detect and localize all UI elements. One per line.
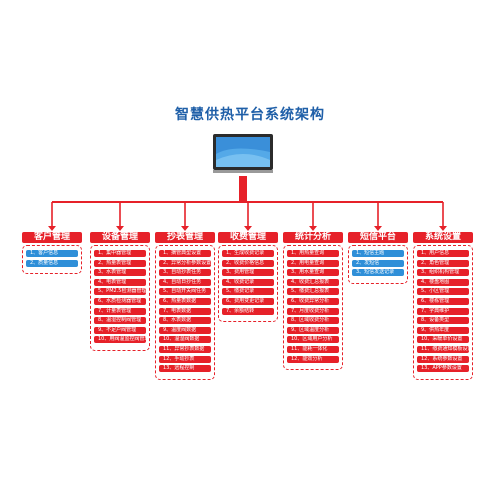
- category-item: 2、用电量查询: [287, 259, 339, 267]
- category-item: 4、自动日抄任务: [159, 278, 211, 286]
- arrow-head: [374, 226, 382, 231]
- category-item: 6、费用变更记录: [222, 297, 274, 305]
- category-item: 2、收费价格信息: [222, 259, 274, 267]
- arrow-head: [181, 226, 189, 231]
- category-item: 10、用阀温监控阀管理: [94, 336, 146, 344]
- monitor-icon: [213, 134, 273, 173]
- category-item: 1、客户信息: [26, 250, 78, 257]
- category-item: 10、采暖单价设置: [417, 336, 469, 344]
- category-item: 3、组织机构管理: [417, 269, 469, 277]
- category-item: 10、区域用户分析: [287, 336, 339, 344]
- category-item: 12、能效分析: [287, 355, 339, 363]
- arrow-head: [309, 226, 317, 231]
- category-item: 7、余额结转: [222, 307, 274, 315]
- trunk-connector: [239, 176, 247, 202]
- category-item: 8、温湿控制阀管理: [94, 317, 146, 325]
- category-item: 2、发短信: [352, 259, 404, 267]
- category-item: 5、自动开关阀任务: [159, 288, 211, 296]
- category-item: 4、楼盘地图: [417, 278, 469, 286]
- category-item: 8、区域收费分析: [287, 317, 339, 325]
- category-item: 8、水表数据: [159, 317, 211, 325]
- category-item: 1、用热量查询: [287, 250, 339, 257]
- category-item: 7、计量表管理: [94, 307, 146, 315]
- category-item: 5、PM2.5检测器管理: [94, 288, 146, 296]
- category-item: 6、水质检测器管理: [94, 297, 146, 305]
- category-item: 8、设备类型: [417, 317, 469, 325]
- category-header: 统计分析: [283, 232, 343, 243]
- arrow-head: [244, 226, 252, 231]
- category-header: 设备管理: [90, 232, 150, 243]
- category-item: 1、集中器管理: [94, 250, 146, 257]
- category-item: 2、质量信息: [26, 259, 78, 267]
- category-item: 12、系统参数设置: [417, 355, 469, 363]
- category-item: 5、缴费记录: [222, 288, 274, 296]
- category-item: 4、收费记录: [222, 278, 274, 286]
- category-header: 系统设置: [413, 232, 473, 243]
- category-item: 7、字典维护: [417, 307, 469, 315]
- category-item: 13、APP参数设置: [417, 365, 469, 373]
- category-item: 2、角色管理: [417, 259, 469, 267]
- category-header: 抄表管理: [155, 232, 215, 243]
- category-item: 5、缴费汇总报表: [287, 288, 339, 296]
- category-item: 9、供热年度: [417, 326, 469, 334]
- category-item: 3、短信发送记录: [352, 269, 404, 277]
- category-item: 11、能耗一体化: [287, 345, 339, 353]
- category-item: 10、温湿阀数据: [159, 336, 211, 344]
- arrow-head: [439, 226, 447, 231]
- category-item: 4、电表管理: [94, 278, 146, 286]
- diagram-title: 智慧供热平台系统架构: [175, 107, 325, 123]
- arrow-head: [48, 226, 56, 231]
- category-item: 1、用户信息: [417, 250, 469, 257]
- category-item: 9、区域温度分析: [287, 326, 339, 334]
- category-item: 3、费用管理: [222, 269, 274, 277]
- category-item: 9、温度阀数据: [159, 326, 211, 334]
- category-item: 6、楼栋管理: [417, 297, 469, 305]
- category-item: 5、小区管理: [417, 288, 469, 296]
- category-item: 6、收费异常分析: [287, 297, 339, 305]
- category-item: 2、异常分析参数设置: [159, 259, 211, 267]
- category-item: 7、月度收费分析: [287, 307, 339, 315]
- category-header: 短信平台: [348, 232, 408, 243]
- category-item: 2、热量表管理: [94, 259, 146, 267]
- category-header: 收费管理: [218, 232, 278, 243]
- category-item: 11、异常抄表数据: [159, 345, 211, 353]
- category-item: 9、不足户阀管理: [94, 326, 146, 334]
- category-item: 7、电表数据: [159, 307, 211, 315]
- category-item: 6、热量表数据: [159, 297, 211, 305]
- category-item-box: 1、客户信息 2、质量信息: [22, 245, 82, 275]
- category-header: 客户管理: [22, 232, 82, 243]
- category-item: 1、摘管典型设置: [159, 250, 211, 257]
- category-item: 13、远程控制: [159, 365, 211, 373]
- category-item: 3、自动抄表任务: [159, 269, 211, 277]
- category-item-box: 1、短信主题 2、发短信 3、短信发送记录: [348, 245, 408, 284]
- category-item: 1、短信主题: [352, 250, 404, 257]
- category-item: 1、生成收费记录: [222, 250, 274, 257]
- category-item: 12、手动抄表: [159, 355, 211, 363]
- category-item: 11、缴费通知模板设置: [417, 345, 469, 353]
- category-item: 3、用水量查询: [287, 269, 339, 277]
- arrow-head: [116, 226, 124, 231]
- category-item: 4、收费汇总报表: [287, 278, 339, 286]
- category-item: 3、水表管理: [94, 269, 146, 277]
